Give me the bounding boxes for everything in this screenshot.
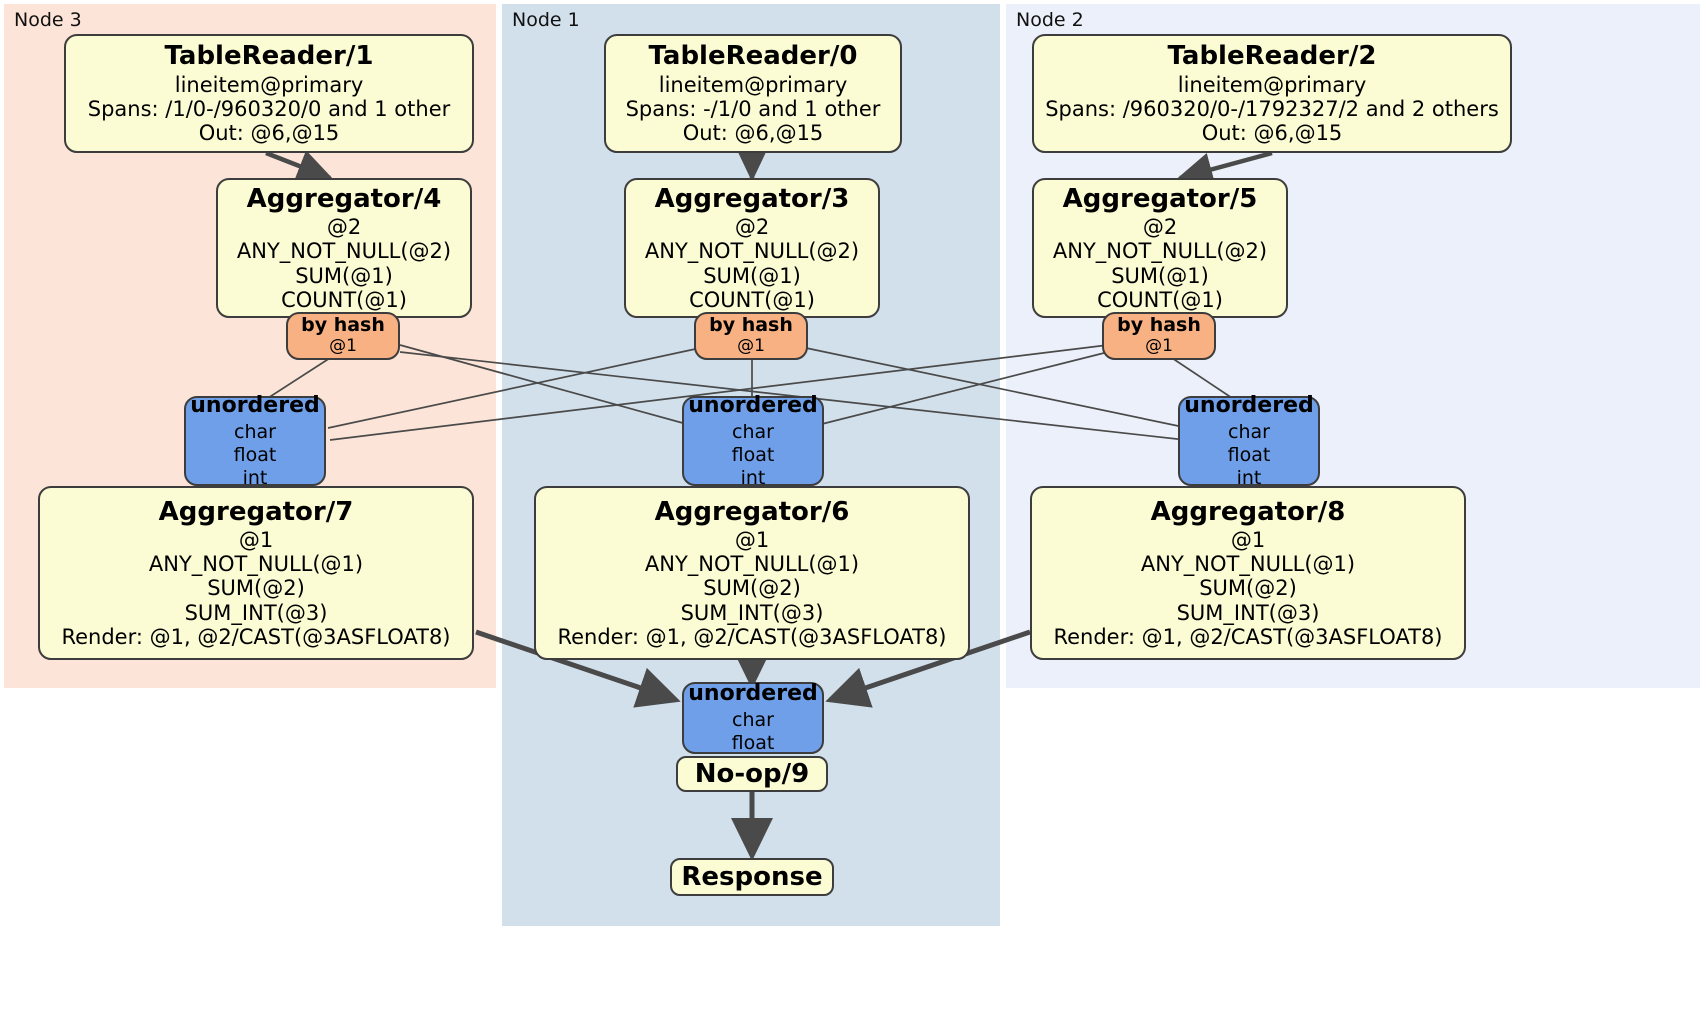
router-by-hash-node3-col: @1	[329, 336, 357, 357]
final-synchronizer-unordered[interactable]: unordered char float	[682, 681, 824, 755]
aggregator-8-agg3: SUM_INT(@3)	[1176, 600, 1320, 625]
router-by-hash-node2-col: @1	[1145, 336, 1173, 357]
panel-node-3-label: Node 3	[14, 9, 82, 31]
router-by-hash-node3-title: by hash	[301, 314, 385, 337]
router-by-hash-node1-title: by hash	[709, 314, 793, 337]
table-reader-1-out: Out: @6,@15	[198, 121, 340, 146]
synchronizer-unordered-node2[interactable]: unordered char float int	[1178, 392, 1320, 489]
response-title: Response	[681, 862, 823, 892]
aggregator-5-agg3: COUNT(@1)	[1097, 287, 1223, 312]
aggregator-3-title: Aggregator/3	[654, 183, 850, 214]
table-reader-1-table: lineitem@primary	[174, 72, 364, 97]
aggregator-3-agg3: COUNT(@1)	[689, 287, 815, 312]
aggregator-4-agg2: SUM(@1)	[295, 263, 393, 288]
aggregator-3-agg1: ANY_NOT_NULL(@2)	[644, 239, 860, 264]
aggregator-5-agg2: SUM(@1)	[1111, 263, 1209, 288]
aggregator-4-agg1: ANY_NOT_NULL(@2)	[236, 239, 452, 264]
aggregator-8[interactable]: Aggregator/8 @1 ANY_NOT_NULL(@1) SUM(@2)…	[1030, 486, 1466, 660]
aggregator-8-title: Aggregator/8	[1150, 496, 1346, 527]
router-by-hash-node1-col: @1	[737, 336, 765, 357]
router-by-hash-node3[interactable]: by hash @1	[286, 312, 400, 360]
table-reader-0-out: Out: @6,@15	[682, 121, 824, 146]
aggregator-7-agg3: SUM_INT(@3)	[184, 600, 328, 625]
aggregator-5-title: Aggregator/5	[1062, 183, 1258, 214]
aggregator-4-title: Aggregator/4	[246, 183, 442, 214]
synchronizer-unordered-node3-type1: char	[234, 421, 276, 443]
aggregator-8-group: @1	[1230, 527, 1266, 552]
aggregator-6-agg1: ANY_NOT_NULL(@1)	[644, 552, 860, 577]
aggregator-3-agg2: SUM(@1)	[703, 263, 801, 288]
table-reader-1[interactable]: TableReader/1 lineitem@primary Spans: /1…	[64, 34, 474, 153]
no-op-9-title: No-op/9	[694, 759, 810, 789]
aggregator-6-render: Render: @1, @2/CAST(@3ASFLOAT8)	[557, 625, 947, 650]
synchronizer-unordered-node1-type1: char	[732, 421, 774, 443]
aggregator-5-agg1: ANY_NOT_NULL(@2)	[1052, 239, 1268, 264]
aggregator-5[interactable]: Aggregator/5 @2 ANY_NOT_NULL(@2) SUM(@1)…	[1032, 178, 1288, 318]
table-reader-2-spans: Spans: /960320/0-/1792327/2 and 2 others	[1045, 96, 1499, 121]
no-op-9[interactable]: No-op/9	[676, 756, 828, 792]
aggregator-7-agg1: ANY_NOT_NULL(@1)	[148, 552, 364, 577]
aggregator-7-group: @1	[238, 527, 274, 552]
final-synchronizer-type2: float	[731, 732, 775, 755]
aggregator-6[interactable]: Aggregator/6 @1 ANY_NOT_NULL(@1) SUM(@2)…	[534, 486, 970, 660]
synchronizer-unordered-node3[interactable]: unordered char float int	[184, 392, 326, 489]
synchronizer-unordered-node1-type2: float	[731, 443, 775, 466]
aggregator-6-group: @1	[734, 527, 770, 552]
table-reader-2[interactable]: TableReader/2 lineitem@primary Spans: /9…	[1032, 34, 1512, 153]
synchronizer-unordered-node2-type3: int	[1236, 466, 1262, 489]
aggregator-7[interactable]: Aggregator/7 @1 ANY_NOT_NULL(@1) SUM(@2)…	[38, 486, 474, 660]
final-synchronizer-type1: char	[732, 709, 774, 732]
aggregator-6-title: Aggregator/6	[654, 496, 850, 527]
synchronizer-unordered-node2-type1: char	[1228, 421, 1270, 443]
synchronizer-unordered-node1-type3: int	[740, 466, 766, 489]
aggregator-8-agg2: SUM(@2)	[1199, 576, 1297, 601]
table-reader-0-title: TableReader/0	[648, 41, 858, 72]
aggregator-8-agg1: ANY_NOT_NULL(@1)	[1140, 552, 1356, 577]
synchronizer-unordered-node3-title: unordered	[190, 392, 320, 418]
synchronizer-unordered-node1[interactable]: unordered char float int	[682, 392, 824, 489]
panel-node-2-label: Node 2	[1016, 9, 1084, 31]
table-reader-2-table: lineitem@primary	[1177, 72, 1367, 97]
aggregator-4[interactable]: Aggregator/4 @2 ANY_NOT_NULL(@2) SUM(@1)…	[216, 178, 472, 318]
router-by-hash-node2-title: by hash	[1117, 314, 1201, 337]
aggregator-4-agg3: COUNT(@1)	[281, 287, 407, 312]
synchronizer-unordered-node2-type2: float	[1227, 443, 1271, 466]
aggregator-8-render: Render: @1, @2/CAST(@3ASFLOAT8)	[1053, 625, 1443, 650]
router-by-hash-node1[interactable]: by hash @1	[694, 312, 808, 360]
response-node[interactable]: Response	[670, 858, 834, 896]
panel-node-1-label: Node 1	[512, 9, 580, 31]
table-reader-2-out: Out: @6,@15	[1201, 121, 1343, 146]
table-reader-1-spans: Spans: /1/0-/960320/0 and 1 other	[87, 96, 451, 121]
table-reader-0[interactable]: TableReader/0 lineitem@primary Spans: -/…	[604, 34, 902, 153]
aggregator-7-render: Render: @1, @2/CAST(@3ASFLOAT8)	[61, 625, 451, 650]
aggregator-5-group: @2	[1142, 214, 1178, 239]
synchronizer-unordered-node1-title: unordered	[688, 392, 818, 418]
router-by-hash-node2[interactable]: by hash @1	[1102, 312, 1216, 360]
aggregator-3-group: @2	[734, 214, 770, 239]
synchronizer-unordered-node2-title: unordered	[1184, 392, 1314, 418]
aggregator-6-agg2: SUM(@2)	[703, 576, 801, 601]
table-reader-1-title: TableReader/1	[164, 41, 374, 72]
aggregator-7-agg2: SUM(@2)	[207, 576, 305, 601]
aggregator-6-agg3: SUM_INT(@3)	[680, 600, 824, 625]
synchronizer-unordered-node3-type2: float	[233, 443, 277, 466]
aggregator-4-group: @2	[326, 214, 362, 239]
final-synchronizer-title: unordered	[688, 681, 818, 707]
table-reader-0-table: lineitem@primary	[658, 72, 848, 97]
table-reader-0-spans: Spans: -/1/0 and 1 other	[625, 96, 881, 121]
aggregator-3[interactable]: Aggregator/3 @2 ANY_NOT_NULL(@2) SUM(@1)…	[624, 178, 880, 318]
aggregator-7-title: Aggregator/7	[158, 496, 354, 527]
synchronizer-unordered-node3-type3: int	[242, 466, 268, 489]
table-reader-2-title: TableReader/2	[1167, 41, 1377, 72]
